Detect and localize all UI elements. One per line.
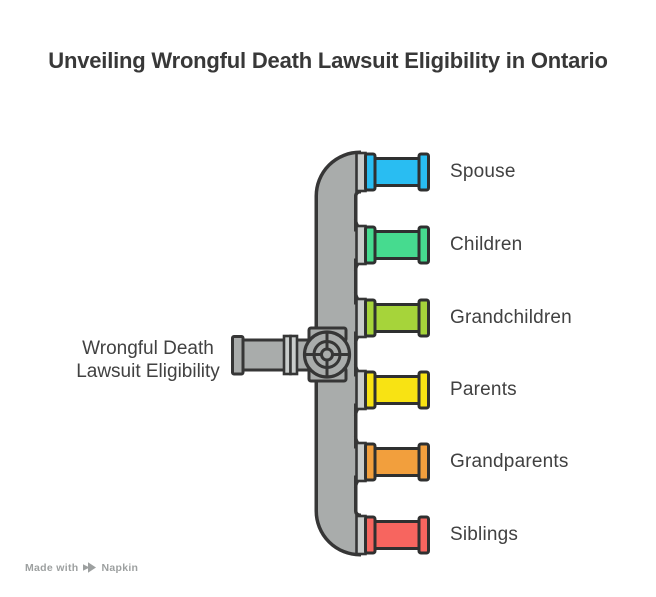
branch-spool-parents (355, 369, 430, 411)
branch-label-children: Children (450, 234, 523, 255)
branch-label-spouse: Spouse (450, 161, 516, 182)
napkin-attribution: Made with Napkin (25, 561, 138, 574)
source-label-line2: Lawsuit Eligibility (76, 361, 220, 382)
valve-hub (320, 347, 334, 362)
branch-label-parents: Parents (450, 379, 517, 400)
branch-spool-children (355, 224, 430, 266)
made-with-text: Made with (25, 561, 79, 574)
inlet-end-cap (231, 335, 245, 376)
branch-label-grandchildren: Grandchildren (450, 307, 572, 328)
inlet-flange-2 (289, 334, 299, 376)
branch-spool-grandparents (355, 441, 430, 483)
source-label: Wrongful Death Lawsuit Eligibility (43, 337, 253, 383)
branch-label-grandparents: Grandparents (450, 451, 569, 472)
branch-spool-siblings (355, 514, 430, 556)
diagram-title: Unveiling Wrongful Death Lawsuit Eligibi… (48, 48, 608, 73)
branch-spool-grandchildren (355, 297, 430, 339)
branch-label-siblings: Siblings (450, 524, 519, 545)
branch-spool-spouse (355, 151, 430, 193)
brand-text: Napkin (101, 561, 139, 574)
valve-icon (302, 326, 352, 383)
source-label-line1: Wrongful Death (82, 338, 214, 359)
napkin-logo-icon (83, 562, 97, 573)
